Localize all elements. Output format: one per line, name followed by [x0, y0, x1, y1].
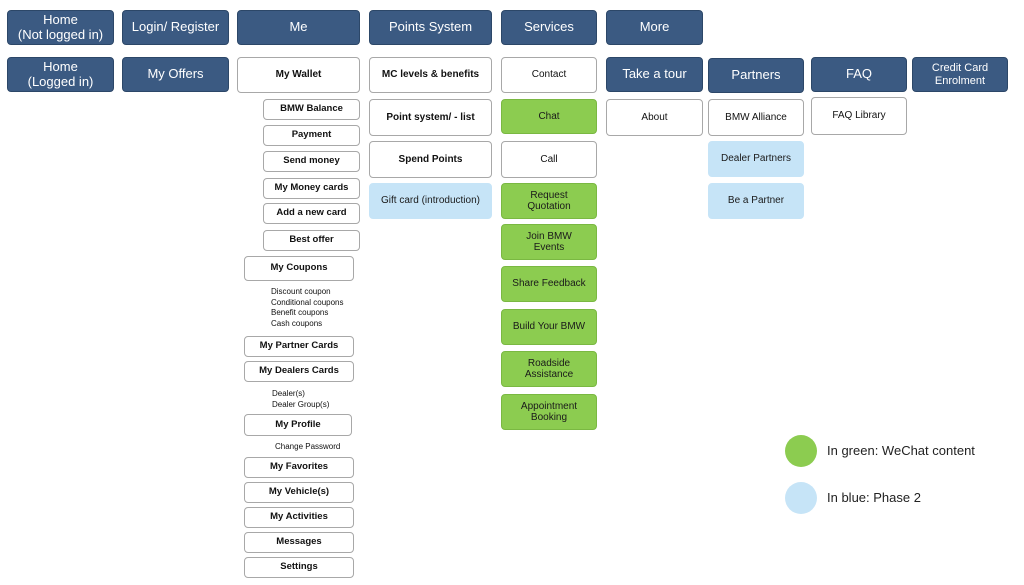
- best-offer-node: Best offer: [263, 230, 360, 251]
- chat-node: Chat: [501, 99, 597, 134]
- legend-green-swatch: [785, 435, 817, 467]
- add-new-card-node: Add a new card: [263, 203, 360, 224]
- share-feedback-node: Share Feedback: [501, 266, 597, 302]
- point-system-list-node: Point system/ - list: [369, 99, 492, 136]
- faq-node: FAQ: [811, 57, 907, 92]
- legend-blue-label: In blue: Phase 2: [827, 490, 921, 505]
- change-password-note: Change Password: [275, 442, 341, 451]
- call-node: Call: [501, 141, 597, 178]
- dealer-partners-node: Dealer Partners: [708, 141, 804, 177]
- my-favorites-node: My Favorites: [244, 457, 354, 478]
- more-node: More: [606, 10, 703, 45]
- my-activities-node: My Activities: [244, 507, 354, 528]
- spend-points-node: Spend Points: [369, 141, 492, 178]
- my-vehicles-node: My Vehicle(s): [244, 482, 354, 503]
- my-profile-node: My Profile: [244, 414, 352, 436]
- my-wallet-node: My Wallet: [237, 57, 360, 93]
- home-not-logged-in-node: Home (Not logged in): [7, 10, 114, 45]
- roadside-assistance-node: Roadside Assistance: [501, 351, 597, 387]
- contact-node: Contact: [501, 57, 597, 93]
- services-node: Services: [501, 10, 597, 45]
- me-node: Me: [237, 10, 360, 45]
- points-system-node: Points System: [369, 10, 492, 45]
- bmw-balance-node: BMW Balance: [263, 99, 360, 120]
- legend-green-label: In green: WeChat content: [827, 443, 975, 458]
- about-node: About: [606, 99, 703, 136]
- my-dealers-cards-node: My Dealers Cards: [244, 361, 354, 382]
- login-register-node: Login/ Register: [122, 10, 229, 45]
- bmw-alliance-node: BMW Alliance: [708, 99, 804, 136]
- request-quotation-node: Request Quotation: [501, 183, 597, 219]
- credit-card-enrolment-node: Credit Card Enrolment: [912, 57, 1008, 92]
- payment-node: Payment: [263, 125, 360, 146]
- join-bmw-events-node: Join BMW Events: [501, 224, 597, 260]
- gift-card-node: Gift card (introduction): [369, 183, 492, 219]
- build-your-bmw-node: Build Your BMW: [501, 309, 597, 345]
- my-offers-node: My Offers: [122, 57, 229, 92]
- legend-blue-swatch: [785, 482, 817, 514]
- settings-node: Settings: [244, 557, 354, 578]
- messages-node: Messages: [244, 532, 354, 553]
- mc-levels-benefits-node: MC levels & benefits: [369, 57, 492, 93]
- be-a-partner-node: Be a Partner: [708, 183, 804, 219]
- my-coupons-node: My Coupons: [244, 256, 354, 281]
- partners-node: Partners: [708, 58, 804, 93]
- coupon-types-note: Discount coupon Conditional coupons Bene…: [271, 287, 344, 328]
- dealer-types-note: Dealer(s) Dealer Group(s): [272, 389, 330, 409]
- home-logged-in-node: Home (Logged in): [7, 57, 114, 92]
- appointment-booking-node: Appointment Booking: [501, 394, 597, 430]
- my-money-cards-node: My Money cards: [263, 178, 360, 199]
- my-partner-cards-node: My Partner Cards: [244, 336, 354, 357]
- send-money-node: Send money: [263, 151, 360, 172]
- faq-library-node: FAQ Library: [811, 97, 907, 135]
- take-a-tour-node: Take a tour: [606, 57, 703, 92]
